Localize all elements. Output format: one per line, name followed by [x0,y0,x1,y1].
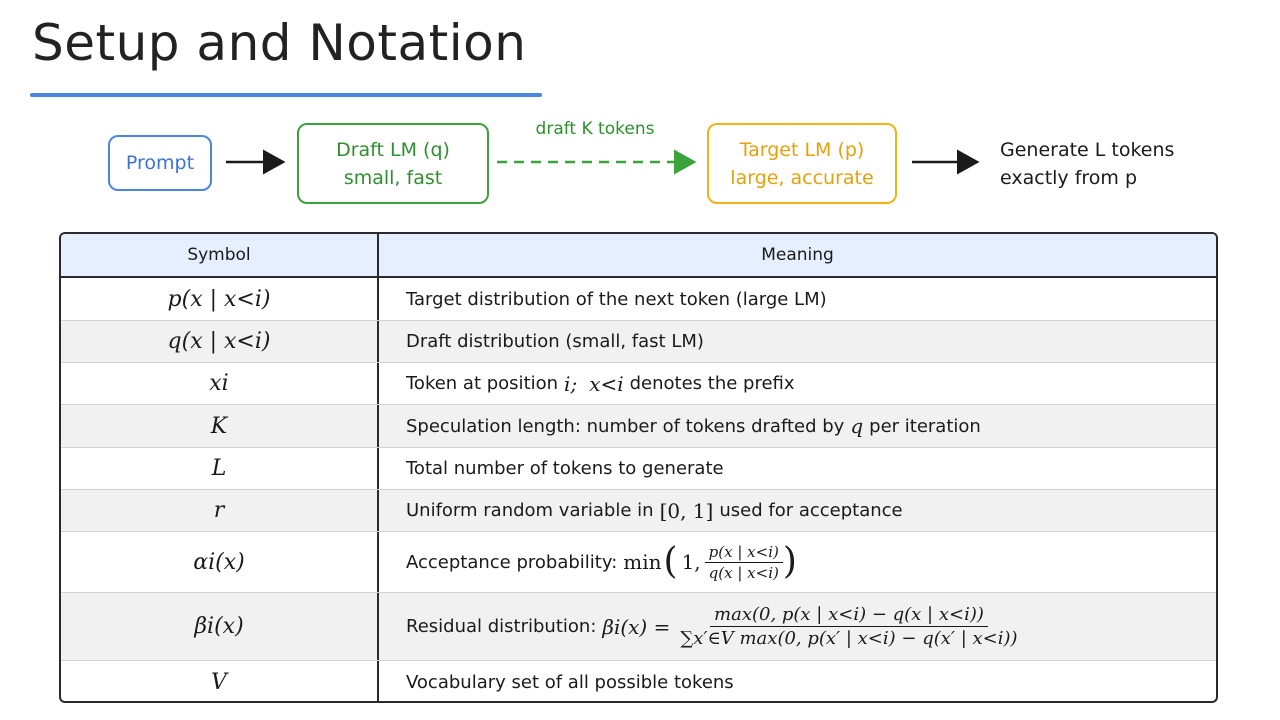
meaning-text: Acceptance probability: [406,551,618,573]
table-header-row: Symbol Meaning [61,234,1216,278]
meaning-cell: Target distribution of the next token (l… [406,288,827,310]
math-inline: x<i [589,371,624,396]
residual-fraction: max(0, p(x | x<i) − q(x | x<i)) ∑x′∈V ma… [676,604,1021,649]
fraction-denominator: q(x | x<i) [708,563,779,582]
meaning-text: denotes the prefix [629,373,795,394]
target-lm-box: Target LM (p) large, accurate [707,123,897,204]
output-line-1: Generate L tokens [1000,139,1175,161]
paren-open: ( [663,541,678,582]
prompt-box: Prompt [108,135,212,191]
symbol-cell: αi(x) [61,532,379,592]
draft-k-tokens-label: draft K tokens [535,119,655,139]
title-underline [30,93,542,97]
draft-lm-box: Draft LM (q) small, fast [297,123,489,204]
meaning-text: per iteration [869,415,981,437]
target-lm-title: Target LM (p) [739,138,865,161]
table-row: q(x | x<i) Draft distribution (small, fa… [61,321,1216,363]
draft-lm-subtitle: small, fast [343,166,443,189]
meaning-text: Token at position [406,373,559,394]
table-row: xi Token at position i; x<i denotes the … [61,363,1216,405]
math-inline: [0, 1] [659,498,714,523]
notation-table: Symbol Meaning p(x | x<i) Target distrib… [59,232,1218,703]
meaning-text: Uniform random variable in [406,500,654,521]
output-description: Generate L tokens exactly from p [1000,136,1174,192]
table-row: V Vocabulary set of all possible tokens [61,661,1216,701]
symbol-cell: r [61,490,379,531]
output-line-2: exactly from p [1000,167,1138,189]
meaning-cell: Residual distribution: βi(x) = max(0, p(… [379,593,1216,660]
table-row: βi(x) Residual distribution: βi(x) = max… [61,593,1216,661]
meaning-text: used for acceptance [719,500,903,521]
paren-close: ) [782,541,797,582]
meaning-text: Speculation length: number of tokens dra… [406,415,845,437]
page-title: Setup and Notation [32,14,527,72]
math-inline: i; [564,371,578,396]
target-lm-subtitle: large, accurate [730,166,874,189]
symbol-cell: xi [61,363,379,404]
math-one: 1, [681,550,701,574]
table-row: r Uniform random variable in [0, 1] used… [61,490,1216,532]
header-symbol: Symbol [61,234,379,276]
math-min: min [623,550,662,574]
meaning-cell: Uniform random variable in [0, 1] used f… [379,490,1216,531]
fraction-numerator: p(x | x<i) [704,543,783,563]
flow-arrows [226,149,980,175]
symbol-cell: p(x | x<i) [61,278,379,320]
symbol-cell: q(x | x<i) [61,321,379,362]
fraction-denominator: ∑x′∈V max(0, p(x′ | x<i) − q(x′ | x<i)) [680,628,1018,649]
meaning-text: Residual distribution: [406,616,597,637]
prompt-label: Prompt [125,152,195,174]
meaning-cell: Vocabulary set of all possible tokens [406,671,734,693]
math-lhs: βi(x) = [602,614,671,639]
meaning-cell: Total number of tokens to generate [406,458,724,479]
meaning-cell: Acceptance probability: min ( 1, p(x | x… [379,532,1216,592]
symbol-cell: L [61,448,379,489]
meaning-cell: Speculation length: number of tokens dra… [379,405,1216,447]
symbol-cell: βi(x) [61,593,379,660]
draft-lm-title: Draft LM (q) [336,138,450,161]
meaning-cell: Token at position i; x<i denotes the pre… [379,363,1216,404]
math-inline: q [850,414,864,438]
table-row: L Total number of tokens to generate [61,448,1216,490]
table-row: p(x | x<i) Target distribution of the ne… [61,278,1216,321]
meaning-cell: Draft distribution (small, fast LM) [406,331,704,352]
symbol-cell: V [61,661,379,701]
fraction-numerator: max(0, p(x | x<i) − q(x | x<i)) [710,604,988,627]
symbol-cell: K [61,405,379,447]
table-row: αi(x) Acceptance probability: min ( 1, p… [61,532,1216,593]
acceptance-fraction: p(x | x<i) q(x | x<i) [704,543,783,582]
table-row: K Speculation length: number of tokens d… [61,405,1216,448]
header-meaning: Meaning [761,245,834,265]
